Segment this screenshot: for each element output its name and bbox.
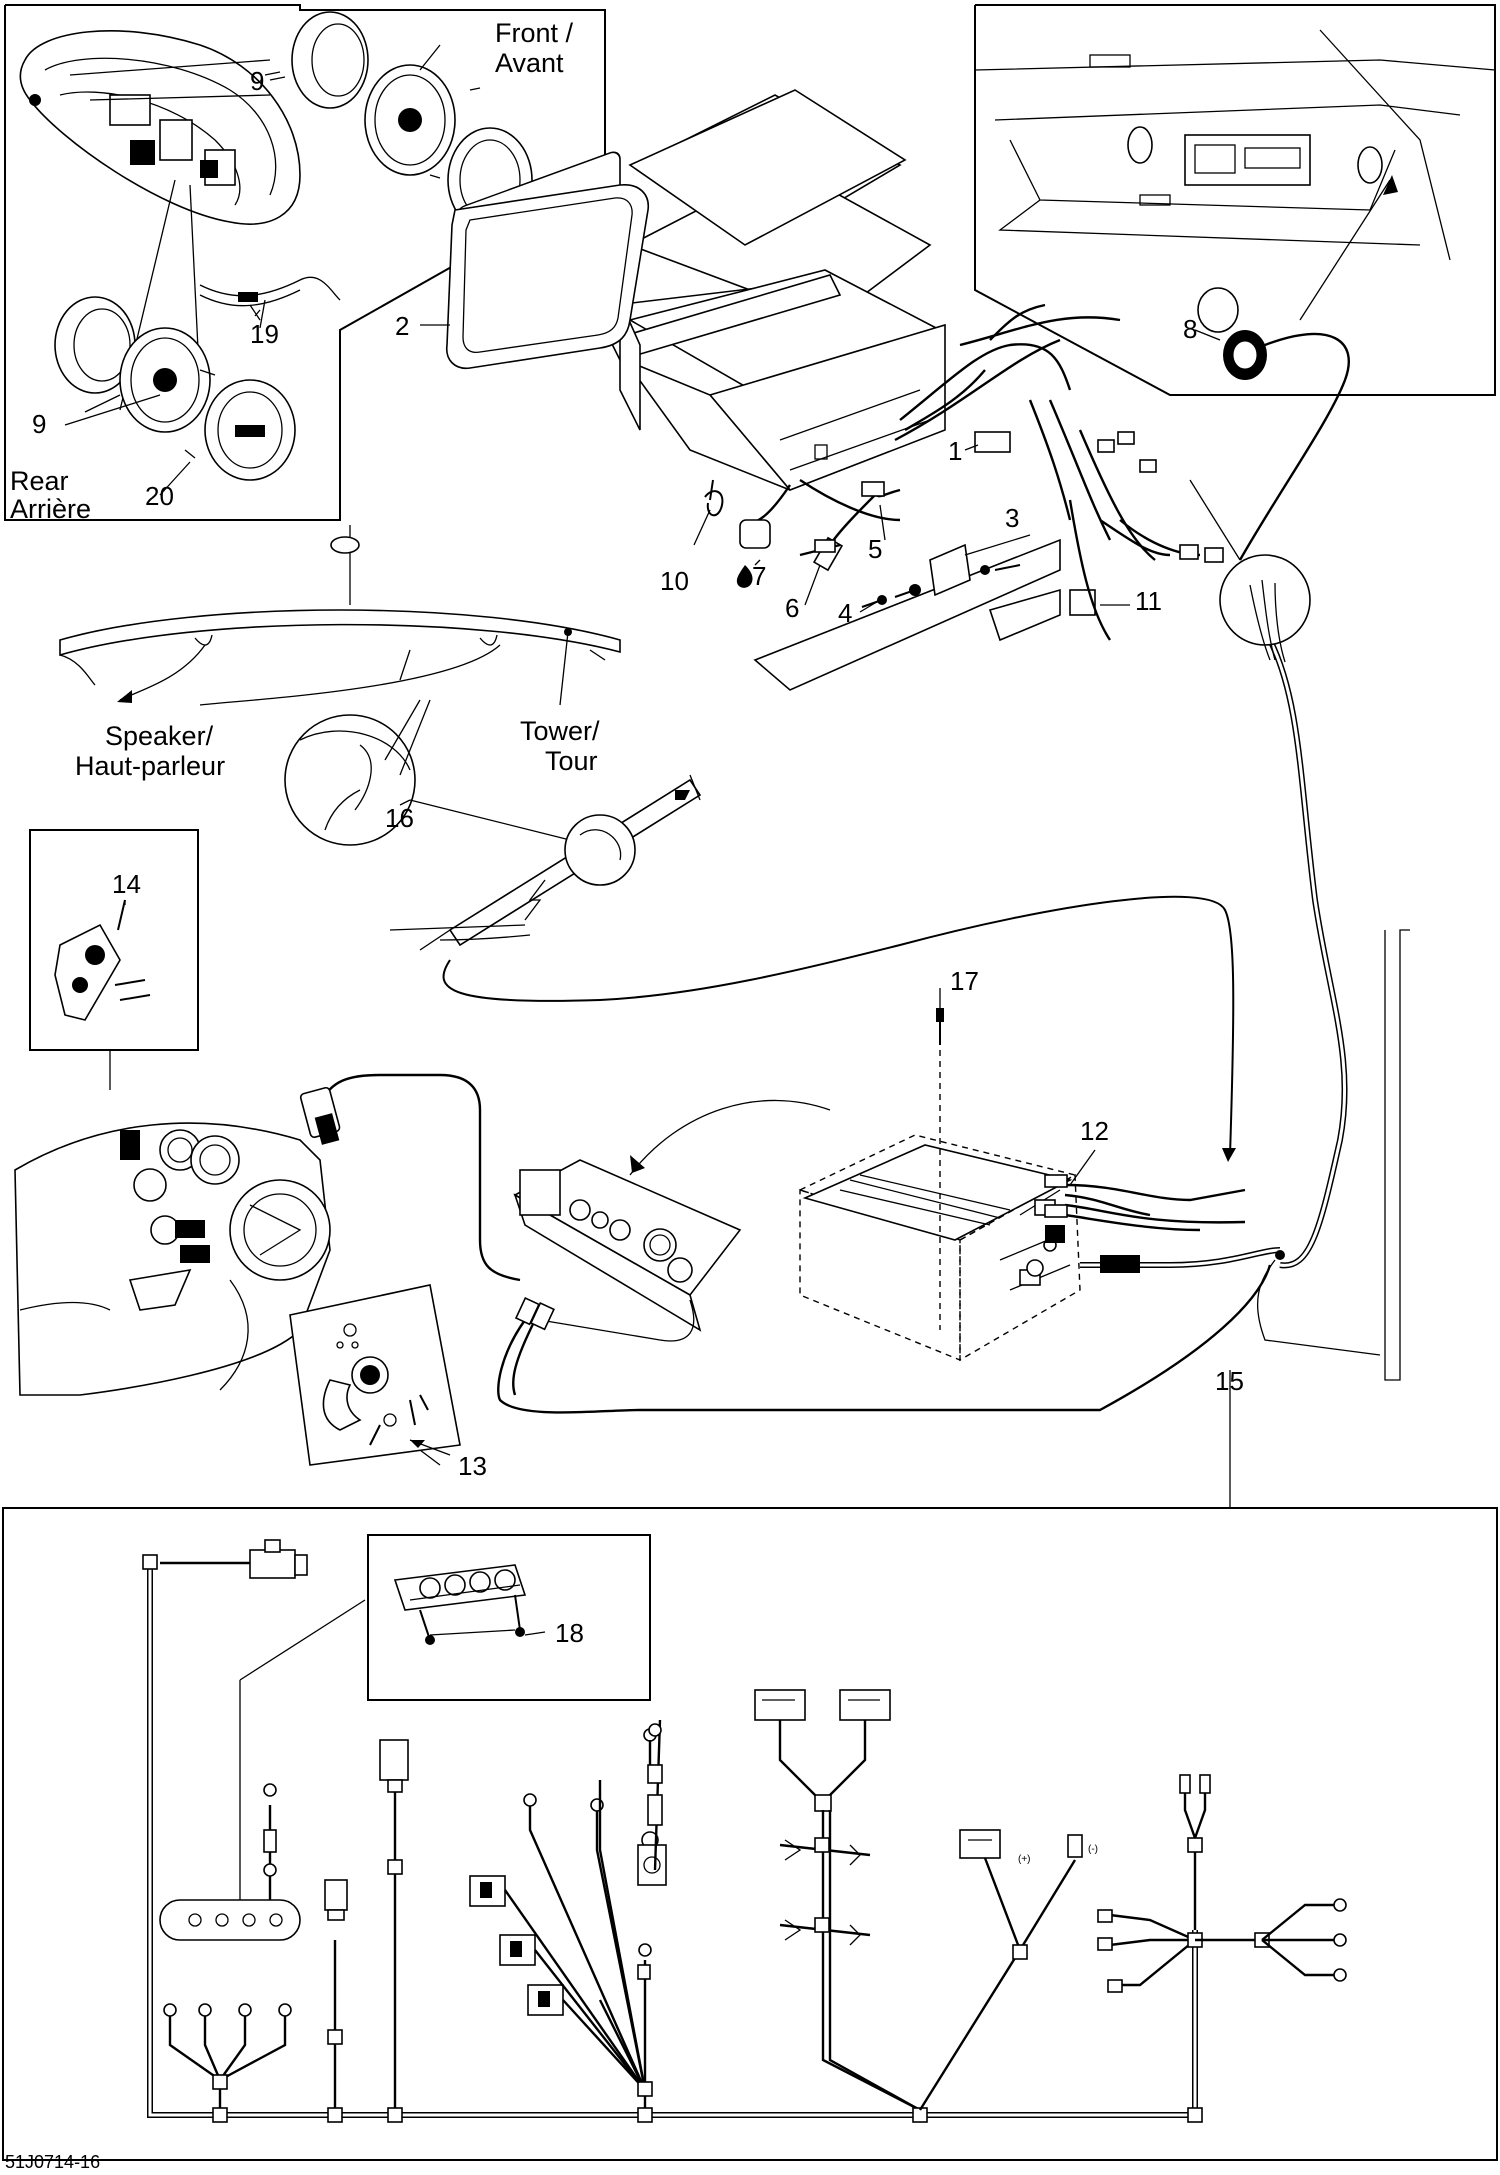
aux-input-plate-illustration <box>289 1284 461 1466</box>
main-cable-illustration <box>1189 479 1348 1269</box>
tower-speaker-cable-illustration <box>59 525 621 706</box>
callout-10: 10 <box>660 566 689 596</box>
front-label-line2: Avant <box>495 48 564 78</box>
remote-control-illustration <box>299 1073 831 1342</box>
callout-13: 13 <box>458 1451 487 1481</box>
callout-8: 8 <box>1183 314 1197 344</box>
tower-tube-detail-illustration <box>284 699 571 846</box>
wiring-harness-panel: (+) (-) <box>2 1507 1498 2161</box>
front-label-line1: Front / <box>495 18 574 48</box>
callout-7: 7 <box>752 561 766 591</box>
rear-speaker-illustration <box>54 296 296 481</box>
speaker-label-line2: Haut-parleur <box>75 751 225 781</box>
amplifier-illustration <box>798 1050 1081 1362</box>
tower-clamp-illustration <box>389 774 702 951</box>
callout-9-rear: 9 <box>32 409 46 439</box>
callout-5: 5 <box>868 534 882 564</box>
svg-text:(+): (+) <box>1018 1854 1031 1865</box>
callout-14: 14 <box>112 869 141 899</box>
figure-code: 51J0714-16 <box>5 2152 100 2172</box>
rear-label-line2: Arrière <box>10 494 91 524</box>
callout-12: 12 <box>1080 1116 1109 1146</box>
callout-15: 15 <box>1215 1366 1244 1396</box>
callout-9-front: 9 <box>250 66 264 96</box>
wire-clip-illustration <box>704 479 724 517</box>
callout-3: 3 <box>1005 503 1019 533</box>
callout-18: 18 <box>555 1618 584 1648</box>
speaker-inset <box>4 4 606 521</box>
stereo-mount-plate-illustration <box>628 89 907 246</box>
gauge-switch-inset <box>29 829 199 1090</box>
boat-top-view-illustration <box>19 30 301 225</box>
fuse-holder-illustration <box>736 539 841 588</box>
callout-4: 4 <box>838 598 852 628</box>
callout-6: 6 <box>785 593 799 623</box>
callout-16: 16 <box>385 803 414 833</box>
callout-19: 19 <box>250 319 279 349</box>
speaker-label-line1: Speaker/ <box>105 721 214 751</box>
callout-17: 17 <box>950 966 979 996</box>
speaker-wire-harness-illustration <box>199 276 341 321</box>
cable-gland-illustration <box>1197 287 1350 561</box>
callout-2: 2 <box>395 311 409 341</box>
rear-label-line1: Rear <box>10 466 69 496</box>
amplifier-screw-17 <box>936 1008 944 1045</box>
stereo-trim-bezel <box>445 184 649 370</box>
terminal-block-inset-illustration <box>393 1564 527 1645</box>
mount-bracket-illustration <box>753 499 1111 691</box>
stereo-wiring-illustration <box>739 303 1224 572</box>
tower-label-line2: Tour <box>545 746 598 776</box>
stereo-dash-inset <box>974 4 1496 396</box>
tower-label-line1: Tower/ <box>520 716 600 746</box>
amplifier-wires-illustration <box>1026 1174 1381 1356</box>
callout-1: 1 <box>948 436 962 466</box>
callout-20: 20 <box>145 481 174 511</box>
svg-text:(-): (-) <box>1088 1844 1098 1855</box>
callout-11: 11 <box>1135 586 1162 616</box>
leader-lines <box>124 76 1221 1636</box>
helm-dash-illustration <box>14 1122 331 1396</box>
